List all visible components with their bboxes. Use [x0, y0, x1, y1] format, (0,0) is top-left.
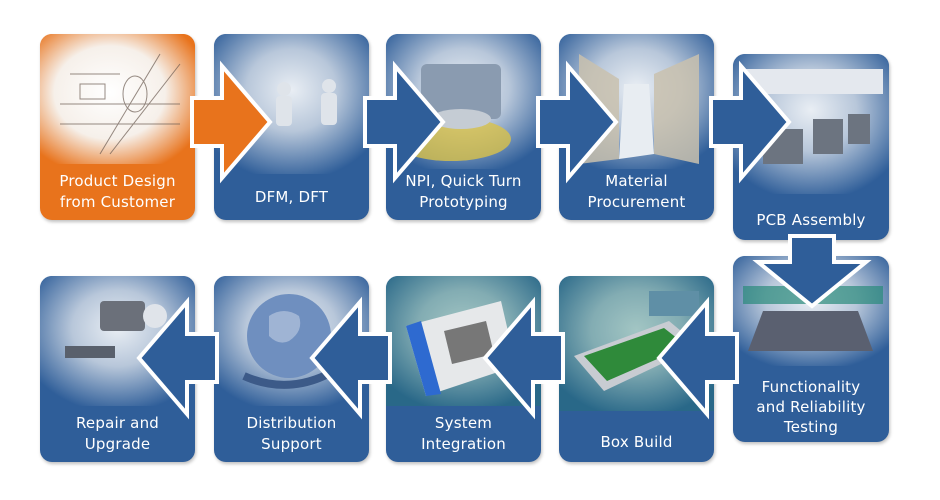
step-label: Repair and Upgrade — [75, 414, 159, 453]
step-label: Product Design from Customer — [59, 172, 176, 211]
step-npi-prototyping: NPI, Quick Turn Prototyping — [386, 34, 541, 220]
smt-assembly-line-image — [733, 54, 889, 194]
step-functionality-testing: Functionality and Reliability Testing — [733, 256, 889, 442]
step-label: DFM, DFT — [254, 187, 329, 206]
globe-in-hand-image — [214, 276, 369, 406]
step-distribution-support: Distribution Support — [214, 276, 369, 462]
step-pcb-assembly: PCB Assembly — [733, 54, 889, 240]
step-box-build: Box Build — [559, 276, 714, 462]
step-label: PCB Assembly — [756, 210, 866, 229]
warehouse-shelves-image — [559, 34, 714, 169]
circuit-board-enclosure-image — [559, 276, 714, 411]
step-product-design: Product Design from Customer — [40, 34, 195, 220]
test-instrument-image — [386, 276, 541, 406]
step-label: Distribution Support — [246, 414, 337, 453]
step-label: NPI, Quick Turn Prototyping — [405, 172, 522, 211]
step-dfm-dft: DFM, DFT — [214, 34, 369, 220]
cleanroom-engineers-image — [214, 34, 369, 174]
step-label: Functionality and Reliability Testing — [756, 378, 866, 436]
step-repair-upgrade: Repair and Upgrade — [40, 276, 195, 462]
technician-microscope-image — [40, 276, 195, 406]
step-label: System Integration — [421, 414, 506, 453]
machining-tool-image — [386, 34, 541, 169]
step-system-integration: System Integration — [386, 276, 541, 462]
step-label: Box Build — [600, 432, 673, 451]
step-label: Material Procurement — [587, 172, 686, 211]
test-fixture-image — [733, 256, 889, 366]
step-material-procurement: Material Procurement — [559, 34, 714, 220]
engineering-drawing-image — [40, 34, 195, 164]
